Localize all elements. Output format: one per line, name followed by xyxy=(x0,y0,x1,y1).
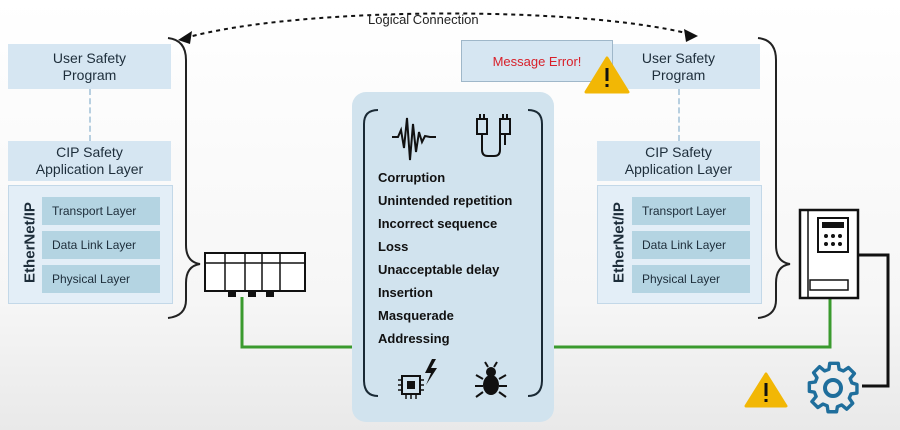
logical-connection-label: Logical Connection xyxy=(368,12,479,27)
right-transport-layer-label: Transport Layer xyxy=(642,204,727,218)
threat-item: Unacceptable delay xyxy=(378,262,500,277)
right-user-safety-program: User Safety Program xyxy=(597,44,760,89)
left-physical-layer: Physical Layer xyxy=(42,265,160,293)
right-physical-layer: Physical Layer xyxy=(632,265,750,293)
left-transport-layer: Transport Layer xyxy=(42,197,160,225)
left-user-safety-program-label: User Safety Program xyxy=(52,49,127,83)
right-data-link-layer: Data Link Layer xyxy=(632,231,750,259)
right-physical-layer-label: Physical Layer xyxy=(642,272,721,286)
threat-item: Unintended repetition xyxy=(378,193,513,208)
right-cip-safety-layer: CIP Safety Application Layer xyxy=(597,141,760,181)
right-dashed-link xyxy=(678,89,680,141)
threat-item: Masquerade xyxy=(378,308,454,323)
right-data-link-layer-label: Data Link Layer xyxy=(642,238,727,252)
left-user-safety-program: User Safety Program xyxy=(8,44,171,89)
left-dashed-link xyxy=(89,89,91,141)
threat-item: Insertion xyxy=(378,285,433,300)
threat-item: Addressing xyxy=(378,331,450,346)
left-cip-safety-layer: CIP Safety Application Layer xyxy=(8,141,171,181)
threat-item: Incorrect sequence xyxy=(378,216,498,231)
message-error-label: Message Error! xyxy=(492,53,582,69)
message-error-box: Message Error! xyxy=(461,40,613,82)
right-transport-layer: Transport Layer xyxy=(632,197,750,225)
right-user-safety-program-label: User Safety Program xyxy=(641,49,716,83)
right-cip-safety-layer-label: CIP Safety Application Layer xyxy=(624,144,733,177)
left-data-link-layer: Data Link Layer xyxy=(42,231,160,259)
left-transport-layer-label: Transport Layer xyxy=(52,204,137,218)
left-data-link-layer-label: Data Link Layer xyxy=(52,238,137,252)
threats-panel xyxy=(352,92,554,422)
threat-item: Loss xyxy=(378,239,409,254)
threat-item: Corruption xyxy=(378,170,446,185)
left-cip-safety-layer-label: CIP Safety Application Layer xyxy=(35,144,144,177)
left-physical-layer-label: Physical Layer xyxy=(52,272,131,286)
